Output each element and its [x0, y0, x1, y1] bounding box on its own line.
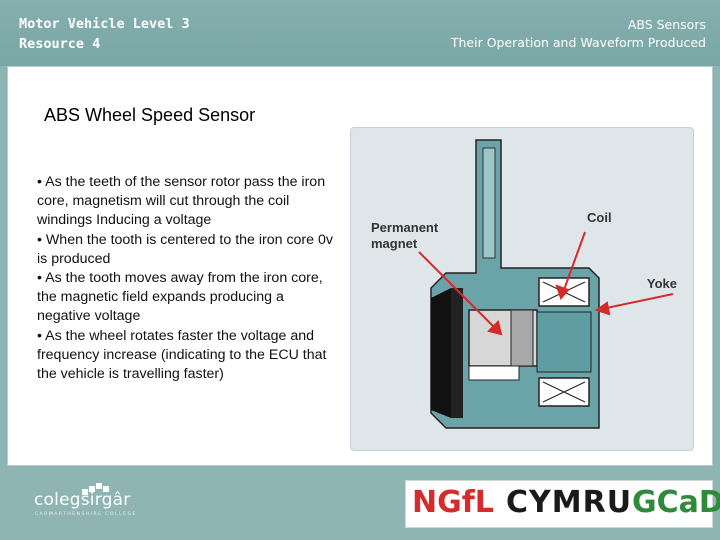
ngfl-logo: NGfL CYMRU GCaD [405, 480, 720, 528]
sensor-diagram: Permanent magnet Coil Yoke [350, 127, 694, 451]
slide-title: ABS Wheel Speed Sensor [44, 105, 256, 125]
college-name: colegsirgâr [34, 490, 131, 510]
magnet-core [468, 309, 538, 381]
label-magnet-line2: magnet [371, 236, 418, 251]
arrow-head-magnet [487, 320, 503, 336]
course-title: Motor Vehicle Level 3 Resource 4 [19, 14, 190, 54]
label-permanent-magnet: Permanent [371, 220, 439, 235]
arrow-yoke [596, 293, 674, 311]
arrow-head-yoke [594, 301, 611, 316]
sensor-diagram-svg: Permanent magnet Coil Yoke [371, 139, 677, 429]
label-yoke: Yoke [647, 276, 677, 291]
bullet-item: • As the wheel rotates faster the voltag… [37, 327, 327, 383]
bullet-list: • As the teeth of the sensor rotor pass … [37, 173, 337, 384]
arrow-magnet [418, 251, 502, 335]
arrow-head-coil [555, 284, 570, 300]
college-logo-mark [82, 483, 109, 495]
topic-title: ABS Sensors Their Operation and Waveform… [451, 16, 706, 52]
topic-title-line2: Their Operation and Waveform Produced [450, 35, 706, 50]
course-title-line2: Resource 4 [19, 36, 101, 52]
topic-title-line1: ABS Sensors [627, 17, 706, 32]
header-band [0, 0, 720, 66]
coil-windings [536, 277, 592, 407]
pointer-arrows [418, 231, 674, 336]
ngfl-logo-part2: CYMRU [506, 485, 633, 520]
college-subtitle: CARMARTHENSHIRE COLLEGE [35, 512, 137, 517]
slide-content: ABS Wheel Speed Sensor • As the teeth of… [7, 66, 713, 466]
bullet-item: • When the tooth is centered to the iron… [37, 231, 333, 267]
ngfl-logo-part3: GCaD [632, 485, 720, 520]
label-coil: Coil [587, 210, 612, 225]
bullet-item: • As the teeth of the sensor rotor pass … [37, 174, 326, 229]
arrow-coil [560, 231, 586, 299]
course-title-line1: Motor Vehicle Level 3 [19, 16, 190, 32]
bullet-item: • As the tooth moves away from the iron … [37, 270, 323, 325]
ngfl-logo-part1: NGfL [412, 485, 494, 520]
